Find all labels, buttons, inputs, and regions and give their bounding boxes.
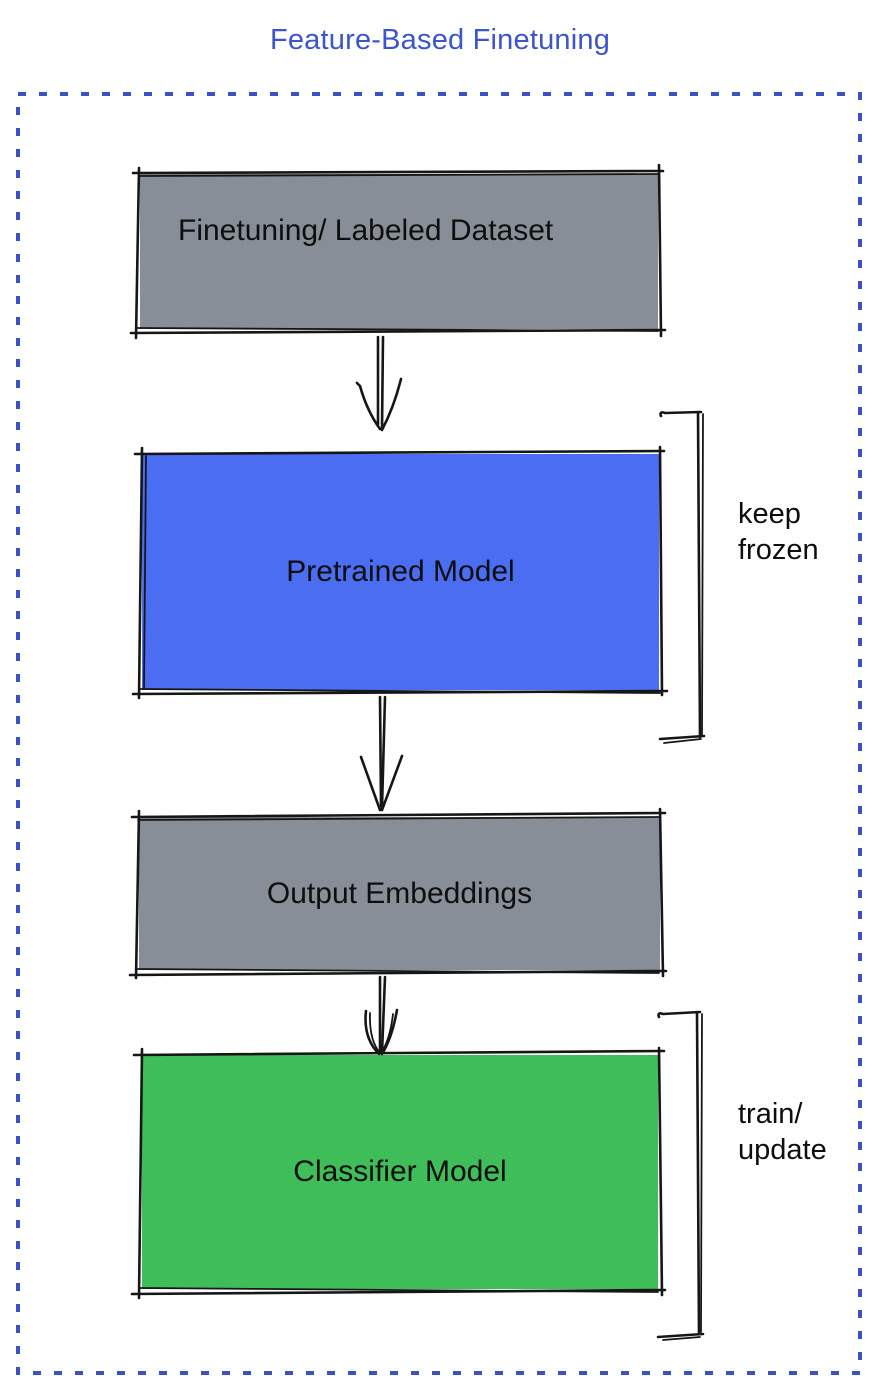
annotation-keep-frozen: keep frozen: [738, 498, 819, 566]
box-classifier-model-label: Classifier Model: [293, 1155, 507, 1188]
box-output-embeddings-label: Output Embeddings: [266, 876, 533, 910]
box-pretrained-model-label: Pretrained Model: [286, 555, 515, 588]
box-finetuning-dataset-label: Finetuning/ Labeled Dataset: [178, 214, 554, 247]
bracket-keep-frozen: [658, 410, 706, 744]
box-output-embeddings: Output Embeddings: [139, 817, 660, 970]
bracket-train-update: [656, 1010, 705, 1341]
box-pretrained-model: Pretrained Model: [142, 454, 659, 690]
box-classifier-model: Classifier Model: [142, 1055, 658, 1289]
diagram-title: Feature-Based Finetuning: [269, 24, 611, 56]
box-finetuning-dataset: Finetuning/ Labeled Dataset: [140, 174, 658, 329]
arrow-dataset-to-pretrained: [355, 335, 403, 432]
arrow-embeddings-to-classifier: [364, 975, 399, 1056]
annotation-train-update: train/ update: [738, 1098, 827, 1166]
arrow-pretrained-to-embeddings: [359, 695, 404, 812]
